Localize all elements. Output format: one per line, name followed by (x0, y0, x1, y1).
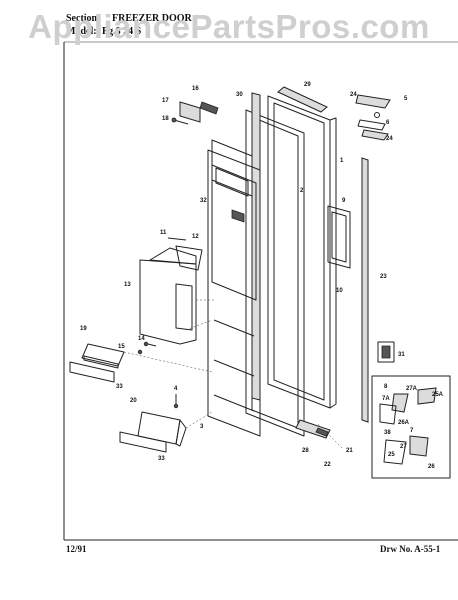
callout-11: 11 (160, 230, 167, 236)
part-9-side-panel (327, 205, 351, 269)
callout-31: 31 (398, 352, 405, 358)
part-14-15-screws (137, 341, 157, 355)
callout-9: 9 (342, 198, 346, 204)
section-label: Section: (66, 13, 100, 24)
part-19-door-shelf (81, 343, 125, 369)
callout-25: 25 (388, 452, 395, 458)
callout-19: 19 (80, 326, 87, 332)
footer-drawing-number: Drw No. A-55-1 (380, 544, 441, 554)
callout-17: 17 (162, 98, 169, 104)
callout-33a: 33 (116, 384, 123, 390)
callout-28: 28 (302, 448, 309, 454)
callout-labels: 29 30 1 2 3 4 5 6 7 7A 8 9 10 11 12 13 1… (80, 82, 444, 470)
callout-1: 1 (340, 158, 344, 164)
callout-26: 26 (428, 464, 435, 470)
part-4-screw (173, 394, 179, 409)
part-31-bracket (377, 341, 395, 363)
callout-25a: 25A (432, 392, 444, 398)
callout-14: 14 (138, 336, 145, 342)
footer-date: 12/91 (66, 544, 87, 554)
callout-8a: 8 (384, 384, 388, 390)
callout-2: 2 (300, 188, 304, 194)
callout-5: 5 (404, 96, 408, 102)
callout-7a: 7A (382, 396, 390, 402)
callout-21: 21 (346, 448, 353, 454)
section-value: FREEZER DOOR (112, 13, 193, 24)
callout-12: 12 (192, 234, 199, 240)
watermark-text: AppliancePartsPros.com (28, 8, 430, 45)
callout-6: 6 (386, 120, 390, 126)
callout-23: 23 (380, 274, 387, 280)
callout-3: 3 (200, 424, 204, 430)
callout-38: 38 (384, 430, 391, 436)
part-33-shelf-strip (69, 361, 115, 383)
callout-29: 29 (304, 82, 311, 88)
callout-20: 20 (130, 398, 137, 404)
part-23-right-strip (361, 157, 369, 423)
callout-18: 18 (162, 116, 169, 122)
callout-13: 13 (124, 282, 131, 288)
part-3-inner-liner (207, 149, 261, 437)
part-16-17-hinge (171, 101, 219, 125)
part-1-outer-panel (267, 95, 337, 409)
part-13-dispenser (139, 247, 197, 345)
part-11-12-chute (167, 237, 203, 271)
callout-30: 30 (236, 92, 243, 98)
part-20-door-shelf (137, 411, 187, 447)
callout-16: 16 (192, 86, 199, 92)
part-33-lower-strip (119, 431, 167, 453)
model-label: Model: (66, 26, 97, 37)
drawing-frame (63, 41, 458, 541)
part-24-hinge-group (355, 94, 391, 141)
leader-guides (123, 299, 343, 449)
callout-22: 22 (324, 462, 331, 468)
model-value: Pg.8 24 S (102, 26, 142, 37)
callout-32: 32 (200, 198, 207, 204)
part-32-label (231, 209, 245, 223)
callout-33b: 33 (158, 456, 165, 462)
part-38-hinge-kit-box (371, 375, 451, 479)
callout-10: 10 (336, 288, 343, 294)
callout-27: 27 (400, 444, 407, 450)
callout-27a: 27A (406, 386, 418, 392)
callout-4: 4 (174, 386, 178, 392)
callout-26a: 26A (398, 420, 410, 426)
part-29-top-cap (277, 86, 328, 113)
callout-15: 15 (118, 344, 125, 350)
callout-7: 7 (410, 428, 414, 434)
callout-24a: 24 (350, 92, 357, 98)
part-dispenser-housing (211, 139, 253, 197)
callout-24b: 24 (386, 136, 393, 142)
